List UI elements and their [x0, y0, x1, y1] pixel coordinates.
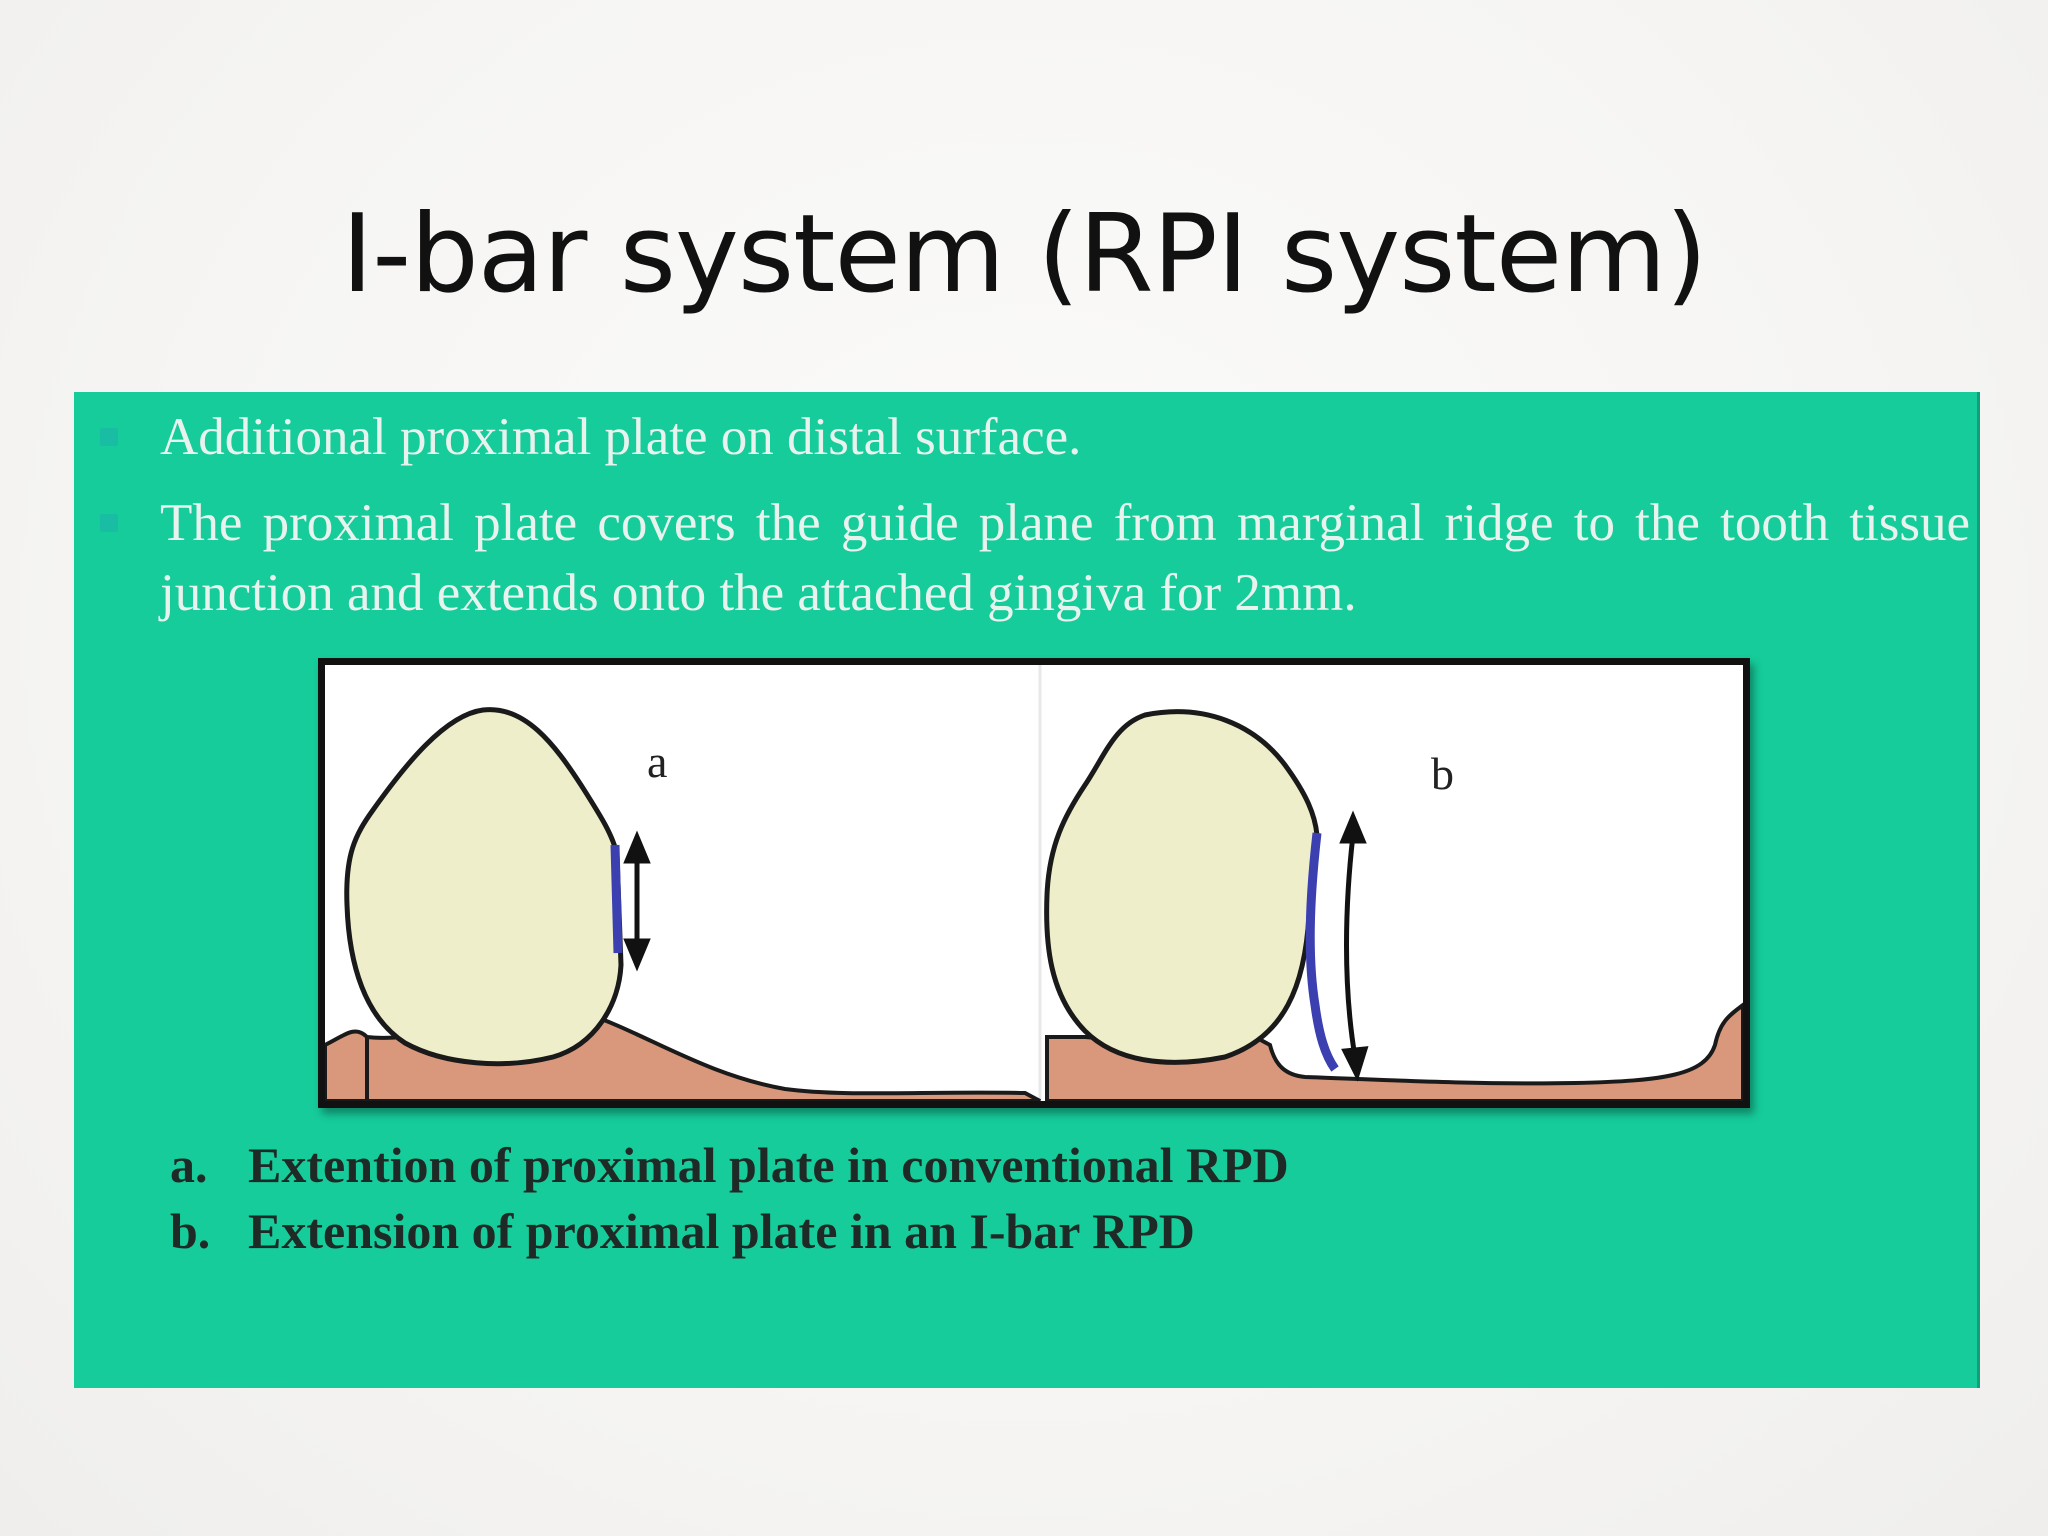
caption-item: b. Extension of proximal plate in an I-ba…: [170, 1198, 1289, 1264]
rpd-figure: a b: [318, 658, 1750, 1108]
tooth-illustration: [325, 665, 1743, 1101]
bullet-item: Additional proximal plate on distal surf…: [100, 402, 1970, 472]
arrow-b: [1339, 810, 1369, 1082]
bullet-list: Additional proximal plate on distal surf…: [100, 402, 1970, 644]
caption-item: a. Extention of proximal plate in convent…: [170, 1132, 1289, 1198]
bullet-item: The proximal plate covers the guide plan…: [100, 488, 1970, 628]
panel-a-label: a: [647, 736, 668, 787]
panel-b-label: b: [1431, 748, 1454, 799]
caption-text: Extention of proximal plate in conventio…: [248, 1137, 1289, 1193]
bullet-text: The proximal plate covers the guide plan…: [160, 494, 1970, 622]
arrow-a: [623, 830, 651, 972]
proximal-plate-a: [610, 844, 623, 954]
content-panel: Additional proximal plate on distal surf…: [74, 392, 1980, 1388]
bullet-marker-icon: [100, 428, 118, 446]
tooth-b: [1044, 709, 1320, 1065]
caption-list: a. Extention of proximal plate in convent…: [170, 1132, 1289, 1264]
caption-marker: b.: [170, 1203, 211, 1259]
proximal-plate-b: [1305, 832, 1339, 1072]
bullet-marker-icon: [100, 514, 118, 532]
bullet-text: Additional proximal plate on distal surf…: [160, 408, 1082, 466]
slide-title: I-bar system (RPI system): [341, 192, 1707, 318]
tooth-a: [344, 707, 624, 1067]
caption-marker: a.: [170, 1137, 208, 1193]
caption-text: Extension of proximal plate in an I-bar …: [248, 1203, 1195, 1259]
